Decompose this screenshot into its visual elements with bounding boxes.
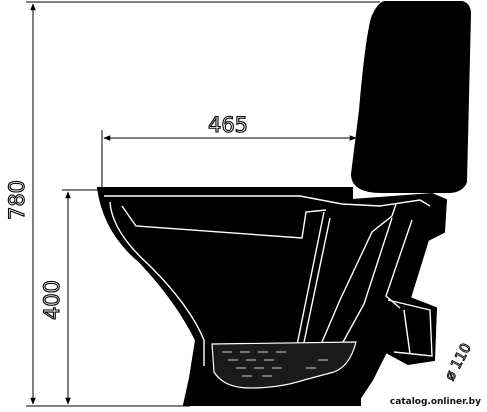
rim-outline xyxy=(104,195,431,207)
outlet-pipe xyxy=(387,299,433,357)
water-area xyxy=(211,341,357,389)
seat-height-label: 400 xyxy=(40,280,64,320)
toilet-bowl xyxy=(96,187,448,406)
cistern-tank xyxy=(350,1,472,193)
outlet-diameter-label: ø 110 xyxy=(442,341,475,384)
seat-length-label: 465 xyxy=(208,113,248,137)
overall-height-label: 780 xyxy=(5,180,29,220)
seat-length-dimension xyxy=(101,130,357,188)
water-hatching xyxy=(222,351,328,377)
bowl-interior xyxy=(109,201,327,366)
seat-height-dimension xyxy=(62,189,98,405)
watermark: catalog.onliner.by xyxy=(388,397,482,407)
height-dimension xyxy=(26,1,380,407)
